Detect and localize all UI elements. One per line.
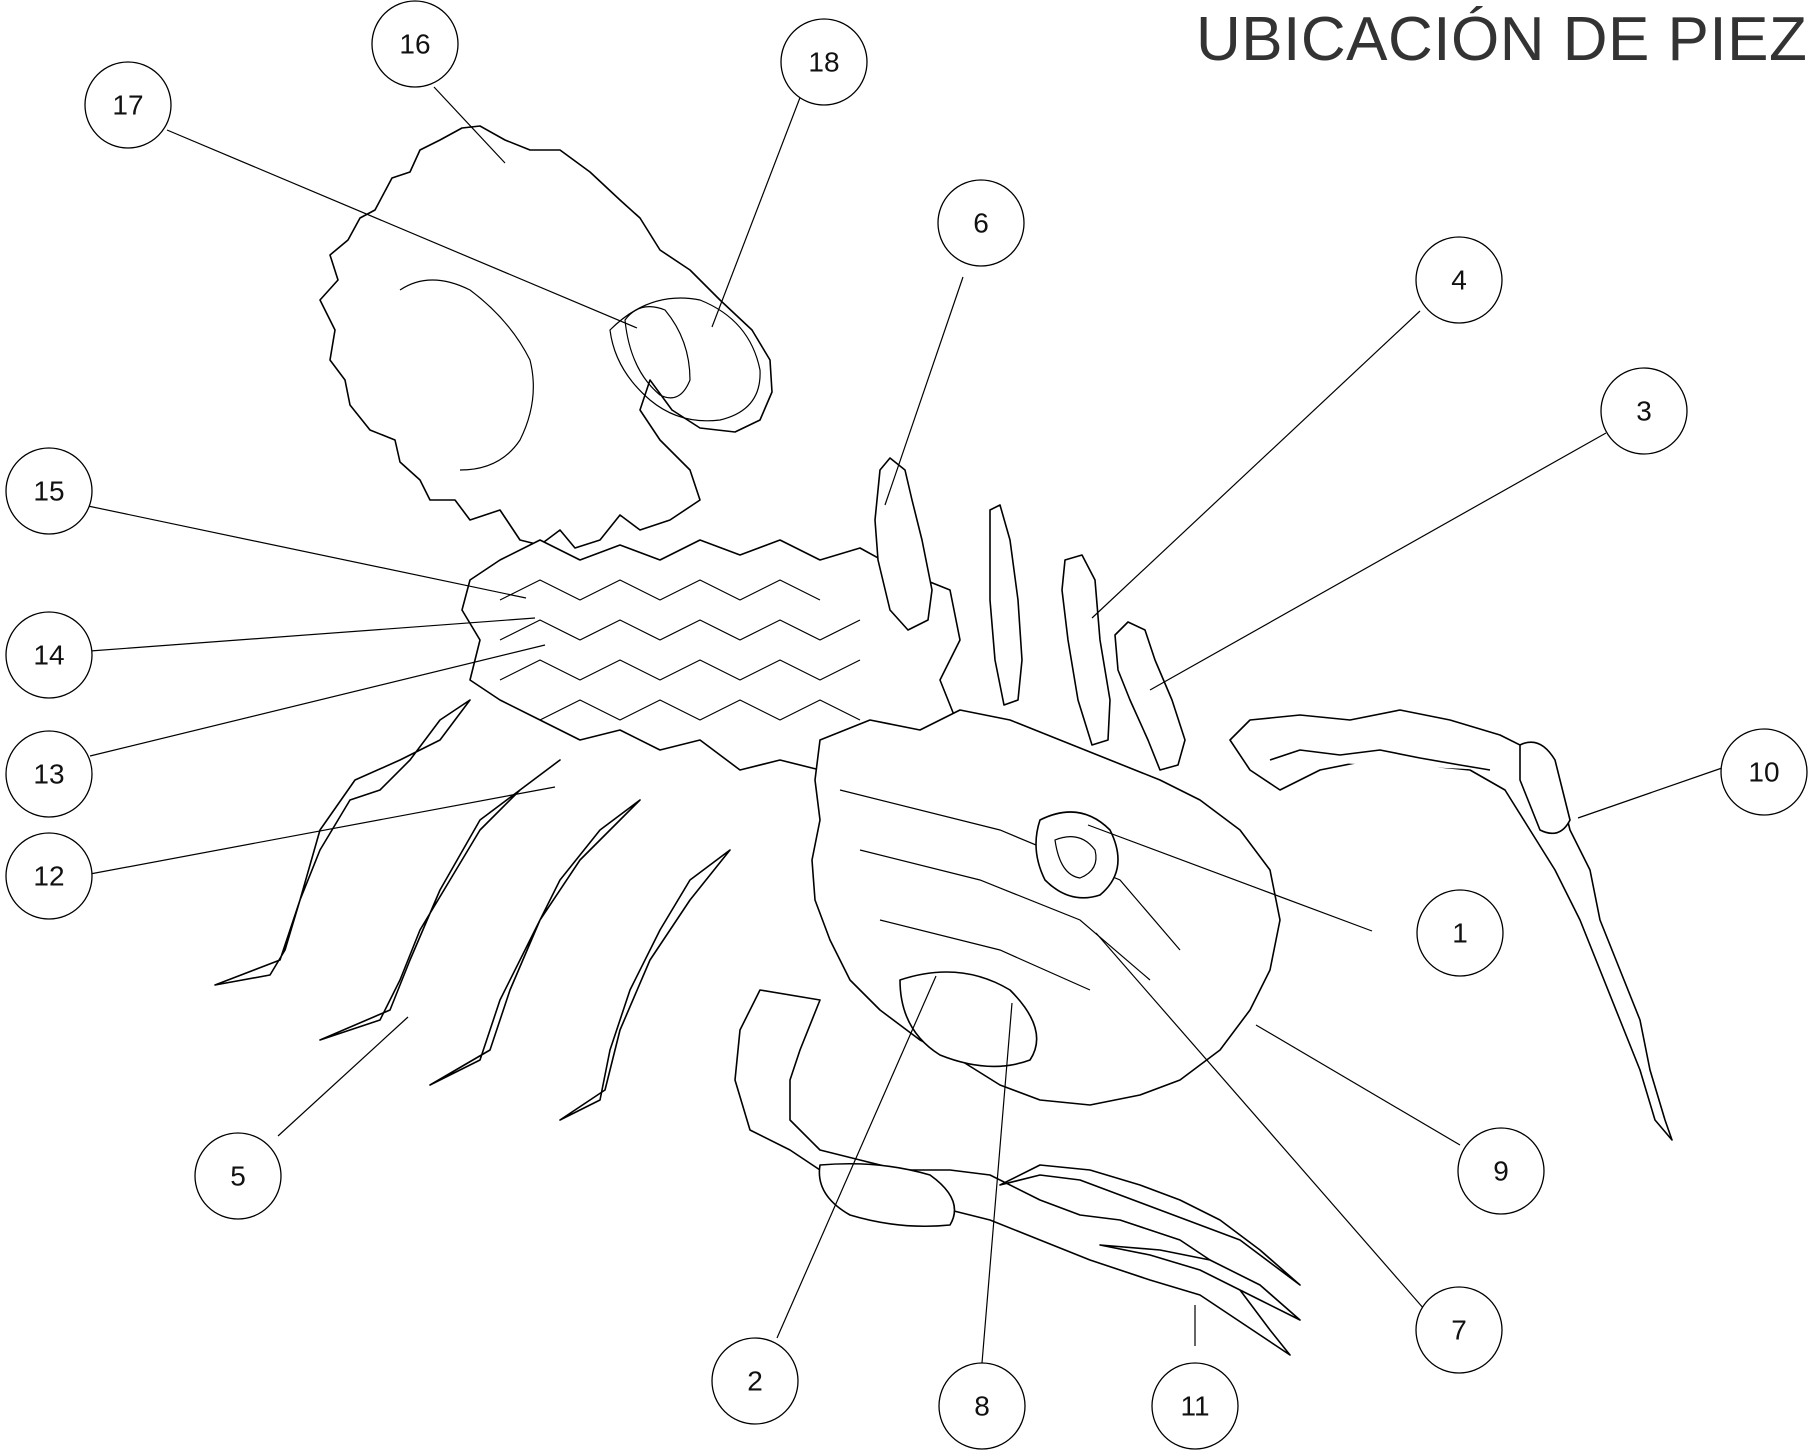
- callout-9: 9: [1457, 1127, 1545, 1215]
- callout-label: 11: [1180, 1391, 1209, 1422]
- claw-piece: [734, 989, 1291, 1356]
- body-piece: [811, 709, 1281, 1106]
- callout-circle: [780, 18, 868, 106]
- callout-1: 1: [1416, 889, 1504, 977]
- claw-finger: [1099, 1244, 1301, 1321]
- callout-label: 16: [399, 29, 430, 60]
- callout-circle: [938, 1362, 1026, 1450]
- body-underside-piece: [899, 971, 1038, 1068]
- callout-label: 17: [112, 90, 143, 121]
- callout-circle: [1600, 367, 1688, 455]
- callout-circle: [5, 730, 93, 818]
- left-leg-4: [559, 849, 731, 1121]
- tail-curl-piece: [319, 125, 773, 549]
- callout-circle: [5, 447, 93, 535]
- callout-circle: [711, 1337, 799, 1425]
- fin-spike-piece: [989, 504, 1023, 706]
- callout-label: 12: [33, 861, 64, 892]
- left-leg-3: [429, 799, 641, 1086]
- callout-label: 15: [33, 476, 64, 507]
- callout-label: 7: [1451, 1315, 1467, 1346]
- callout-16: 16: [371, 0, 459, 88]
- callout-label: 18: [808, 47, 839, 78]
- body-eye-piece: [1035, 811, 1119, 899]
- callout-10: 10: [1720, 728, 1808, 816]
- claw-base: [818, 1162, 956, 1228]
- callout-circle: [5, 611, 93, 699]
- callout-circle: [371, 0, 459, 88]
- callout-label: 4: [1451, 265, 1467, 296]
- diagram-title: UBICACIÓN DE PIEZ: [1196, 5, 1808, 74]
- callout-circle: [5, 832, 93, 920]
- callout-circle: [1416, 889, 1504, 977]
- callout-circle: [194, 1132, 282, 1220]
- callout-8: 8: [938, 1362, 1026, 1450]
- callout-17: 17: [84, 61, 172, 149]
- callout-5: 5: [194, 1132, 282, 1220]
- callout-circle: [1415, 236, 1503, 324]
- callout-11: 11: [1151, 1362, 1239, 1450]
- callout-circle: [937, 179, 1025, 267]
- callout-3: 3: [1600, 367, 1688, 455]
- left-leg-1: [214, 699, 471, 986]
- callout-2: 2: [711, 1337, 799, 1425]
- right-leg-10-inner: [1269, 749, 1491, 771]
- right-leg-10-tip: [1519, 741, 1571, 835]
- left-leg-2: [319, 759, 561, 1041]
- leader-lines: [87, 86, 1723, 1364]
- callout-12: 12: [5, 832, 93, 920]
- callout-label: 10: [1748, 757, 1779, 788]
- callout-label: 6: [973, 208, 989, 239]
- callout-label: 9: [1493, 1156, 1509, 1187]
- scorpion-drawing: [214, 125, 1673, 1356]
- callout-14: 14: [5, 611, 93, 699]
- callout-label: 5: [230, 1161, 246, 1192]
- callout-circle: [1457, 1127, 1545, 1215]
- callout-circle: [1151, 1362, 1239, 1450]
- callout-label: 3: [1636, 396, 1652, 427]
- callout-4: 4: [1415, 236, 1503, 324]
- callout-circle: [1415, 1286, 1503, 1374]
- callout-label: 8: [974, 1391, 990, 1422]
- callout-6: 6: [937, 179, 1025, 267]
- callout-18: 18: [780, 18, 868, 106]
- callout-circle: [84, 61, 172, 149]
- fin-3-piece: [1114, 621, 1186, 771]
- callout-7: 7: [1415, 1286, 1503, 1374]
- fin-6-piece: [874, 457, 933, 631]
- callout-label: 1: [1452, 918, 1468, 949]
- callout-13: 13: [5, 730, 93, 818]
- callout-label: 13: [33, 759, 64, 790]
- callout-label: 14: [33, 640, 64, 671]
- fin-4-piece: [1061, 554, 1111, 746]
- claw-upper: [999, 1164, 1301, 1286]
- callout-label: 2: [747, 1366, 763, 1397]
- callout-circle: [1720, 728, 1808, 816]
- callout-15: 15: [5, 447, 93, 535]
